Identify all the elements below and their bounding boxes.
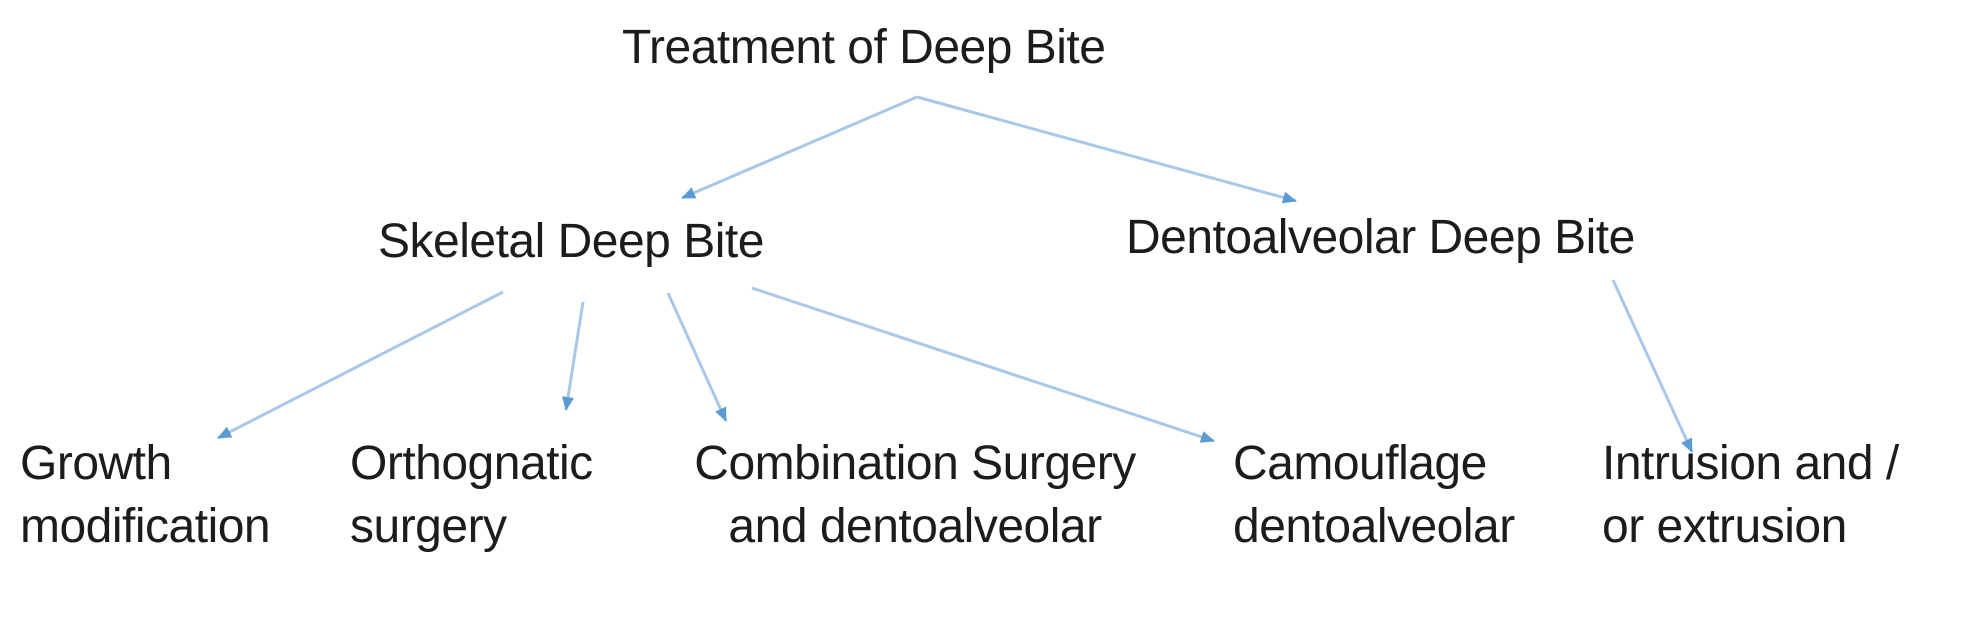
- node-camouflage-line1: Camouflage: [1233, 437, 1487, 490]
- node-skeletal-deep-bite: Skeletal Deep Bite: [378, 215, 764, 268]
- node-intrusion-and-or-extrusion: Intrusion and / or extrusion: [1602, 432, 1899, 559]
- node-camouflage-line2: dentoalveolar: [1233, 500, 1515, 554]
- node-combination-surgery-and-dentoalveolar: Combination Surgery and dentoalveolar: [655, 432, 1175, 559]
- edge-dentoalveolar-to-intrusion: [1611, 279, 1694, 453]
- node-growth-line1: Growth: [20, 437, 172, 490]
- node-growth-modification: Growth modification: [20, 432, 271, 559]
- node-treatment-of-deep-bite: Treatment of Deep Bite: [622, 21, 1106, 74]
- node-camouflage-dentoalveolar: Camouflage dentoalveolar: [1233, 432, 1515, 559]
- node-orthognatic-surgery: Orthognatic surgery: [350, 432, 593, 559]
- node-combination-line2: and dentoalveolar: [728, 500, 1102, 554]
- node-orthognatic-line2: surgery: [350, 500, 507, 554]
- node-growth-line2: modification: [20, 500, 271, 554]
- node-intrusion-line1: Intrusion and /: [1602, 437, 1899, 490]
- node-dentoalveolar-deep-bite: Dentoalveolar Deep Bite: [1126, 211, 1635, 264]
- node-orthognatic-line1: Orthognatic: [350, 437, 593, 490]
- node-combination-line1: Combination Surgery: [694, 437, 1136, 490]
- edge-skeletal-to-growth: [217, 290, 504, 440]
- edge-skeletal-to-orthognatic: [562, 301, 585, 411]
- edge-skeletal-to-combination: [666, 292, 728, 422]
- edge-root-to-dentoalveolar: [916, 95, 1297, 204]
- edge-root-to-skeletal: [681, 95, 918, 200]
- edge-skeletal-to-camouflage: [751, 286, 1215, 443]
- node-intrusion-line2: or extrusion: [1602, 500, 1847, 554]
